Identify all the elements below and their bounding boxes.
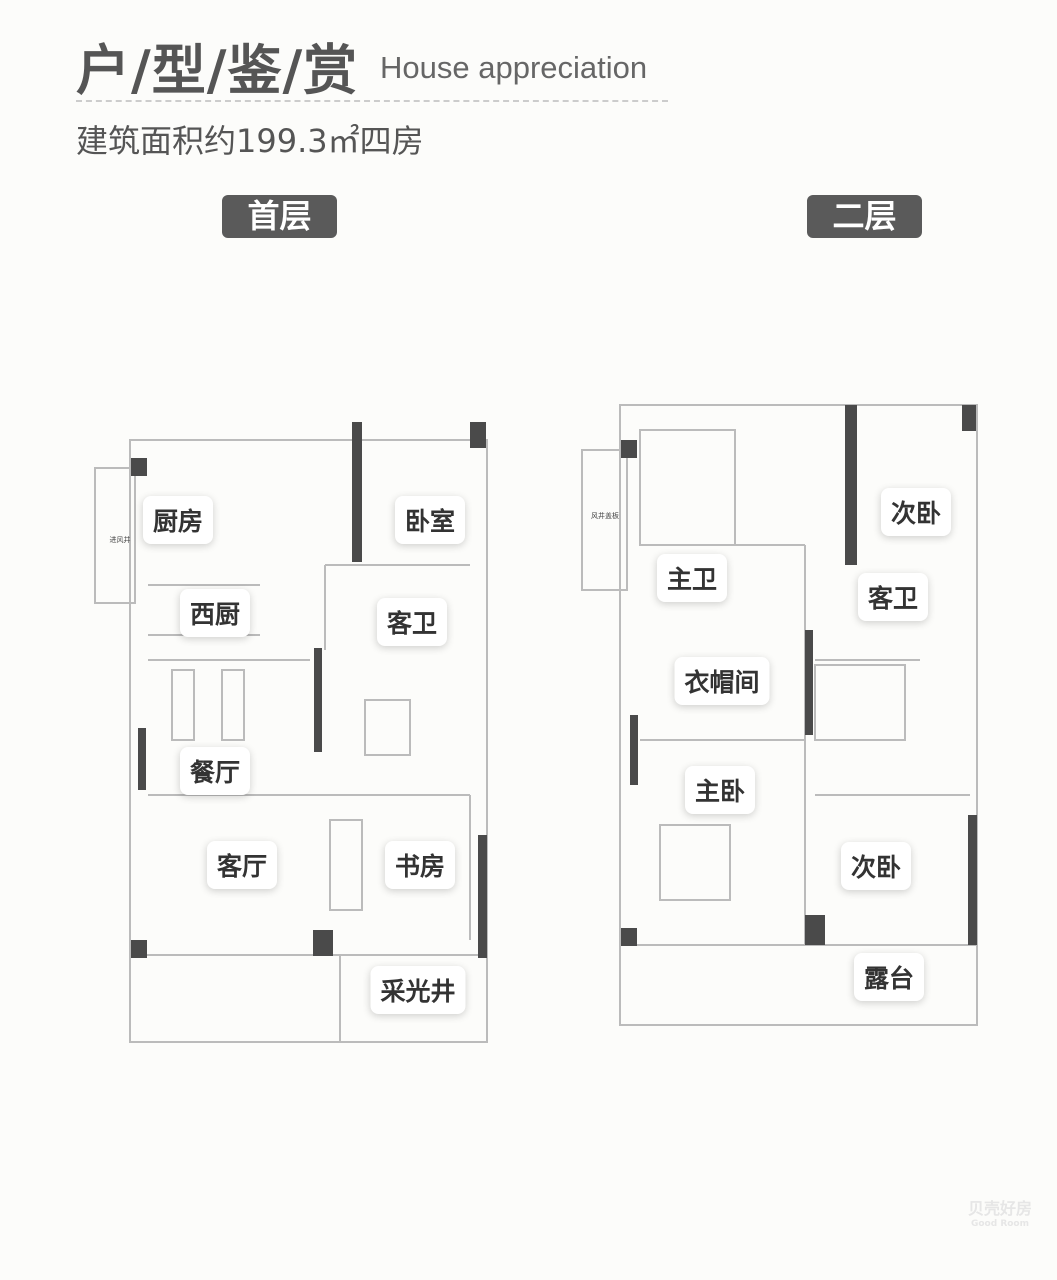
page-title: 户/型/鉴/赏: [76, 39, 359, 102]
room-label-study: 书房: [384, 841, 456, 889]
room-label-walk-in-closet: 衣帽间: [674, 657, 770, 705]
room-label-lightwell: 采光井: [370, 966, 466, 1014]
room-label-master-bedroom: 主卧: [684, 766, 756, 814]
area-subtitle: 建筑面积约199.3㎡四房: [76, 122, 424, 160]
room-label-guest-bath: 客卫: [376, 598, 448, 646]
page-title-en: House appreciation: [380, 50, 648, 85]
room-label-terrace: 露台: [853, 953, 925, 1001]
room-label-dining: 餐厅: [179, 747, 251, 795]
floor2-walls: [621, 405, 977, 946]
floor1-outline: [94, 439, 488, 1043]
room-label-second-bedroom: 次卧: [880, 488, 952, 536]
room-label-guest-bath-2: 客卫: [857, 573, 929, 621]
floor2-badge: 二层: [807, 195, 922, 238]
room-label-western-kitchen: 西厨: [179, 589, 251, 637]
room-label-bedroom: 卧室: [394, 496, 466, 544]
floor2-outline: [581, 404, 978, 1026]
room-label-living: 客厅: [206, 841, 278, 889]
room-label-second-bedroom-2: 次卧: [840, 842, 912, 890]
floor1-walls: [131, 422, 487, 958]
label-air-shaft: 进风井: [109, 536, 131, 544]
floor1-badge: 首层: [222, 195, 337, 238]
room-label-master-bath: 主卫: [656, 554, 728, 602]
label-shaft-cover: 风井盖板: [591, 512, 619, 520]
room-label-kitchen: 厨房: [142, 496, 214, 544]
divider: [76, 100, 668, 102]
